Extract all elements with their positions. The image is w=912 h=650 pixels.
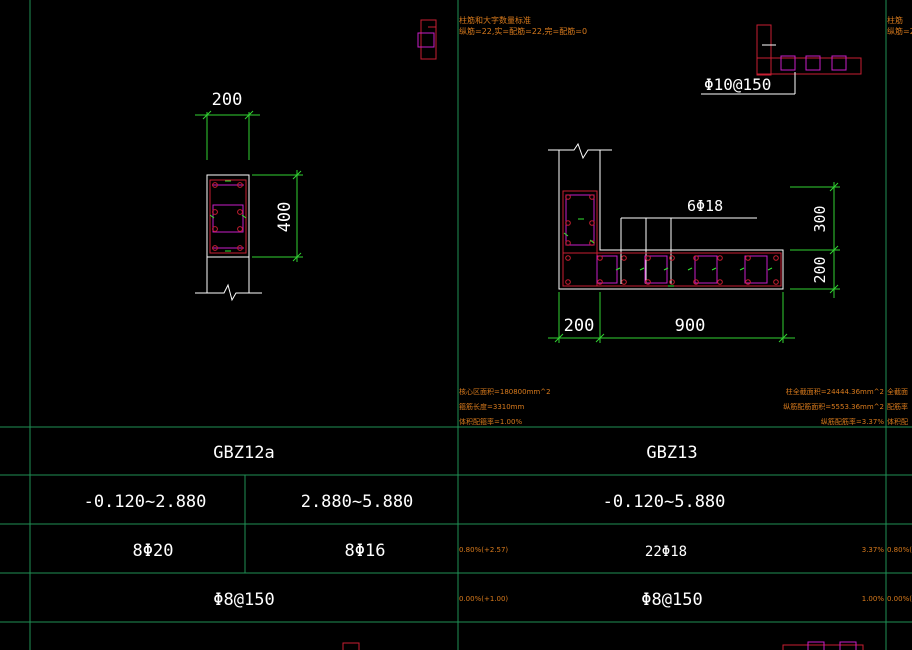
annotation-top-line2: 纵筋=22,实=配筋=22,完=配筋=0 (459, 26, 587, 36)
side-note-row4-right: 1.00% (862, 595, 885, 603)
longitudinal-bar-cell-1: 8Φ20 (133, 541, 174, 561)
annotation-top-line1: 柱筋和大字数量标准 (459, 15, 531, 25)
side-note-row3-right2: 0.80%( (887, 546, 912, 554)
annotation-left-line2: 箍筋长度=3310mm (459, 402, 524, 411)
dimension-width-left (195, 110, 260, 160)
marker-symbol-left (417, 19, 437, 60)
elevation-cell-2: 2.880~5.880 (301, 492, 414, 512)
column-section-right (562, 190, 782, 287)
dimension-label-height: 400 (275, 202, 295, 233)
annotation-right-line3: 纵筋配筋率=3.37% (821, 417, 884, 426)
stirrup-cell-1: Φ8@150 (213, 590, 274, 610)
marker-symbol-right (756, 24, 862, 76)
right-section-detail[interactable]: 柱筋和大字数量标准 纵筋=22,实=配筋=22,完=配筋=0 Φ10@150 6… (459, 15, 884, 426)
marker-symbol-bottom (342, 641, 864, 650)
far-right-note-2: 纵筋=24 (887, 26, 912, 36)
dimension-height-left (252, 170, 303, 262)
column-outline-left (195, 174, 262, 302)
elevation-cell-3: -0.120~5.880 (603, 492, 726, 512)
column-section-left (209, 179, 247, 254)
elevation-cell-1: -0.120~2.880 (84, 492, 207, 512)
longitudinal-bar-cell-3: 22Φ18 (645, 544, 687, 560)
dimension-label-top: 300 (811, 205, 829, 232)
annotation-right-line2: 纵筋配筋面积=5553.36mm^2 (783, 402, 884, 411)
stirrup-leader-line (701, 72, 796, 95)
side-note-row4-left: 0.00%(+1.00) (459, 595, 508, 603)
stirrup-cell-2: Φ8@150 (641, 590, 702, 610)
column-outline-right (548, 142, 784, 290)
longitudinal-bar-cell-2: 8Φ16 (345, 541, 386, 561)
annotation-left-line3: 体积配箍率=1.00% (459, 417, 522, 426)
side-note-row3-right: 3.37% (862, 546, 885, 554)
dimension-label-flange-length: 900 (675, 316, 706, 336)
dimension-side-right (790, 182, 840, 298)
dimension-bottom-right (548, 292, 795, 343)
stirrup-label: Φ10@150 (704, 75, 771, 94)
far-right-note-5: 体积配 (887, 417, 908, 426)
left-section-detail[interactable]: 200 400 (195, 90, 303, 302)
annotation-right-line1: 柱全截面积=24444.36mm^2 (786, 387, 884, 396)
side-note-row4-right2: 0.00%( (887, 595, 912, 603)
far-right-note-4: 配筋率 (887, 402, 908, 411)
rebar-label: 6Φ18 (687, 197, 723, 215)
far-right-annotations: 柱筋 纵筋=24 全截面 配筋率 体积配 (887, 15, 912, 426)
annotation-left-line1: 核心区面积=180800mm^2 (459, 387, 551, 396)
column-name-gbz12a: GBZ12a (213, 443, 274, 463)
dimension-label-flange-width: 200 (564, 316, 595, 336)
dimension-label-bottom: 200 (811, 256, 829, 283)
side-note-row3-left: 0.80%(+2.57) (459, 546, 508, 554)
dimension-label-width: 200 (212, 90, 243, 110)
far-right-note-1: 柱筋 (887, 15, 903, 25)
far-right-note-3: 全截面 (887, 387, 908, 396)
rebar-leader-lines (620, 217, 757, 284)
column-name-gbz13: GBZ13 (646, 443, 697, 463)
schedule-table: GBZ12a GBZ13 -0.120~2.880 2.880~5.880 -0… (84, 443, 912, 610)
